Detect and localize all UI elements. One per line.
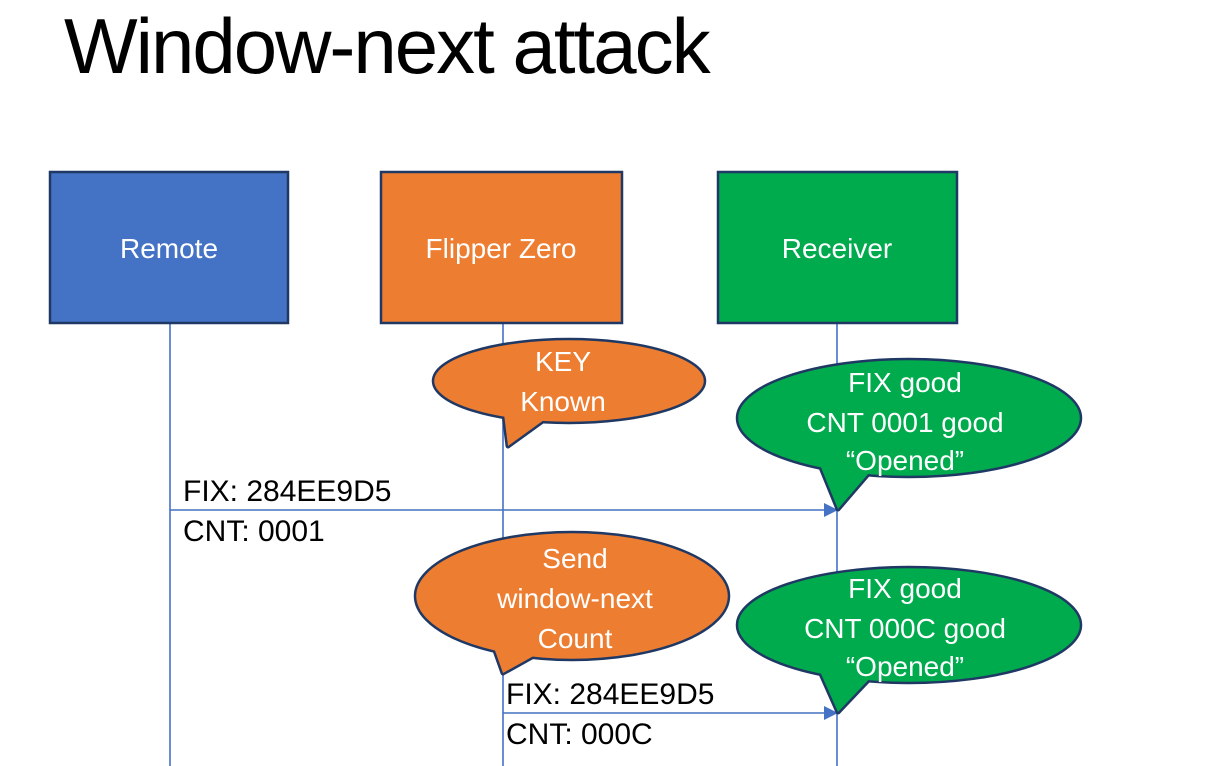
actor-remote: Remote: [48, 170, 290, 325]
page-title: Window-next attack: [64, 2, 712, 90]
callout-bubble: [431, 337, 707, 425]
callout-bubble: [413, 530, 731, 662]
callout-text-line: FIX good: [848, 573, 962, 604]
arrowhead-icon: [824, 706, 838, 720]
callout-text-line: CNT 0001 good: [806, 407, 1003, 438]
message-1-fix-label: FIX: 284EE9D5: [183, 475, 391, 508]
callout-bubble: [735, 565, 1083, 685]
callout-text-line: Known: [520, 386, 606, 417]
callout-opened-1: FIX good CNT 0001 good “Opened”: [735, 357, 1083, 512]
callout-opened-2: FIX good CNT 000C good “Opened”: [735, 565, 1083, 715]
message-2-cnt-label: CNT: 000C: [506, 718, 653, 751]
callout-text-line: CNT 000C good: [804, 613, 1006, 644]
callout-text-line: window-next: [496, 583, 653, 614]
actor-receiver: Receiver: [716, 170, 959, 325]
actor-box-flipper-zero: [379, 170, 624, 325]
actor-label-flipper-zero: Flipper Zero: [426, 233, 577, 264]
callout-text-line: “Opened”: [846, 651, 964, 682]
actor-box-remote: [48, 170, 290, 325]
callout-text-line: “Opened”: [846, 445, 964, 476]
callout-tail-fill: [818, 460, 875, 509]
callout-tail-fill: [492, 642, 548, 673]
actor-label-receiver: Receiver: [782, 233, 892, 264]
callout-bubble: [735, 357, 1083, 479]
message-2-fix-label: FIX: 284EE9D5: [506, 678, 714, 711]
callout-key-known: KEY Known: [431, 337, 707, 449]
message-1-cnt-label: CNT: 0001: [183, 515, 325, 548]
callout-tail-fill: [818, 667, 875, 712]
arrowhead-icon: [824, 503, 838, 517]
actor-label-remote: Remote: [120, 233, 218, 264]
callout-text-line: KEY: [535, 346, 591, 377]
message-2: FIX: 284EE9D5 CNT: 000C: [503, 678, 838, 751]
callout-text-line: Send: [542, 543, 607, 574]
actor-box-receiver: [716, 170, 959, 325]
actor-flipper-zero: Flipper Zero: [379, 170, 624, 325]
callout-send-window-next: Send window-next Count: [413, 530, 731, 676]
callout-text-line: Count: [538, 623, 613, 654]
callout-text-line: FIX good: [848, 367, 962, 398]
message-1: FIX: 284EE9D5 CNT: 0001: [170, 475, 838, 548]
callout-tail-fill: [502, 398, 555, 446]
